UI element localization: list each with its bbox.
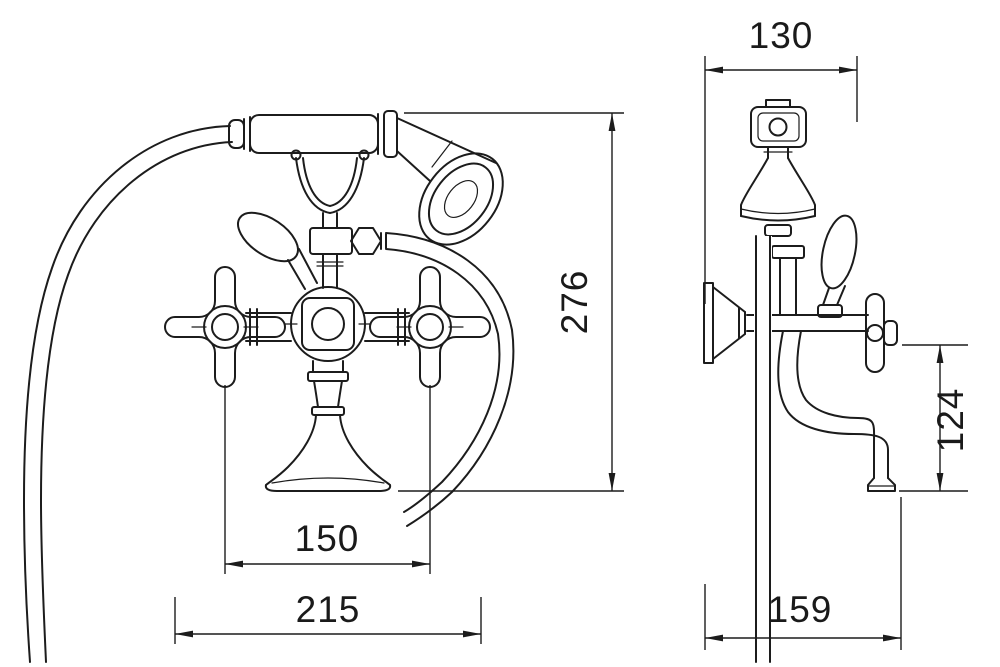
diverter-lever — [237, 211, 318, 290]
head-bell-side — [740, 157, 816, 217]
shower-head-face-inner — [427, 162, 495, 236]
side-handle-arm — [865, 293, 885, 373]
hose-nut-collar — [380, 232, 387, 250]
tub-spout — [264, 360, 392, 492]
cradle-stem-upper — [322, 212, 338, 229]
center-boss-inner-circle — [311, 307, 345, 341]
head-cone-ring — [431, 140, 453, 168]
left-handle-cross-outline — [164, 266, 286, 388]
spout-bell — [265, 414, 391, 486]
spout-collar-ring — [307, 371, 349, 382]
head-outlet-rings — [764, 224, 792, 237]
side-lever-base — [817, 304, 843, 318]
dimension-label-150: 150 — [295, 518, 360, 559]
shower-head-face — [418, 152, 504, 246]
shower-cradle — [290, 149, 387, 289]
body-tube-line — [245, 312, 410, 342]
left-handle-cap — [211, 313, 239, 341]
bracket-screw — [768, 117, 788, 137]
cradle-stem-lower — [322, 253, 338, 289]
spout-base-inner-rim — [271, 477, 385, 484]
side-hose-mask — [754, 236, 772, 662]
cradle-cup-inner — [302, 157, 358, 207]
hose-left-outer — [23, 125, 231, 663]
right-handle-cross-outline — [369, 266, 491, 388]
dimension-drop-124: 124 — [899, 344, 971, 492]
side-spout-outer — [777, 330, 889, 479]
right-cross-handle — [369, 266, 491, 388]
head-bell-rim-upper — [740, 208, 816, 215]
dimension-bottom-159: 159 — [704, 497, 902, 650]
wall-flange — [703, 282, 746, 364]
flange-back-plate — [703, 282, 714, 364]
shower-head-face-center — [443, 180, 479, 218]
dimension-height-276: 276 — [398, 112, 624, 492]
lever-neck — [287, 248, 318, 290]
left-handle-hub — [203, 305, 247, 349]
side-spout-inner — [796, 330, 876, 479]
cradle-bracket-inner — [757, 112, 800, 142]
hub-column — [779, 257, 797, 316]
dimension-spacing-150: 150 — [224, 385, 431, 574]
cradle-bracket — [750, 106, 807, 148]
shower-hose-left — [23, 125, 233, 663]
front-view: 276 150 215 — [23, 110, 624, 663]
spout-collar-lines — [312, 360, 344, 373]
hose-left-inner — [40, 141, 233, 663]
side-cross-handle — [865, 293, 898, 373]
side-view: 130 124 159 — [703, 15, 971, 663]
side-hose-lines — [755, 235, 771, 663]
cradle-stem-rings — [316, 261, 344, 267]
side-lever-neck — [822, 285, 846, 306]
hand-shower — [228, 110, 504, 246]
side-spout — [777, 330, 896, 492]
side-handset — [740, 99, 816, 237]
shower-hose-right — [385, 232, 515, 527]
side-spout-tip — [867, 477, 896, 492]
flange-face-lines — [738, 307, 746, 339]
hose-hex-nut — [350, 227, 382, 255]
head-bell-rim — [740, 215, 816, 222]
cradle-cup-outer — [295, 157, 365, 214]
side-handle-hub — [866, 324, 884, 342]
dimension-label-159: 159 — [768, 589, 833, 630]
spout-neck — [313, 380, 343, 408]
dimension-label-124: 124 — [930, 388, 971, 453]
right-handle-hub — [408, 305, 452, 349]
hose-right-inner — [385, 248, 501, 513]
left-cross-handle — [164, 266, 286, 388]
faucet-body — [245, 286, 410, 362]
head-cone — [396, 117, 497, 182]
hub-nut — [771, 245, 805, 259]
spout-mid-ring — [311, 406, 345, 416]
diverter-fitting-block — [309, 227, 353, 255]
dimension-label-276: 276 — [554, 270, 595, 335]
dimension-label-215: 215 — [296, 589, 361, 630]
cradle-hook-right — [358, 149, 370, 161]
right-handle-cap — [416, 313, 444, 341]
center-boss-square — [301, 297, 355, 351]
spout-base-rim — [264, 484, 392, 492]
handset-end-knob — [228, 119, 245, 149]
flange-cone — [712, 286, 746, 360]
handset-grip — [249, 114, 379, 154]
side-lever — [817, 214, 858, 318]
cradle-hook-left — [290, 149, 302, 161]
handset-ring — [383, 110, 398, 158]
dimension-label-130: 130 — [749, 15, 814, 56]
hose-right-outer — [385, 232, 515, 527]
bracket-top-cap — [765, 99, 791, 108]
side-lever-teardrop — [820, 214, 858, 290]
side-handle-knob — [883, 320, 898, 346]
lever-teardrop — [237, 211, 299, 263]
side-hose — [754, 235, 772, 663]
dimension-width-215: 215 — [174, 589, 482, 644]
dimension-top-130: 130 — [704, 15, 858, 304]
